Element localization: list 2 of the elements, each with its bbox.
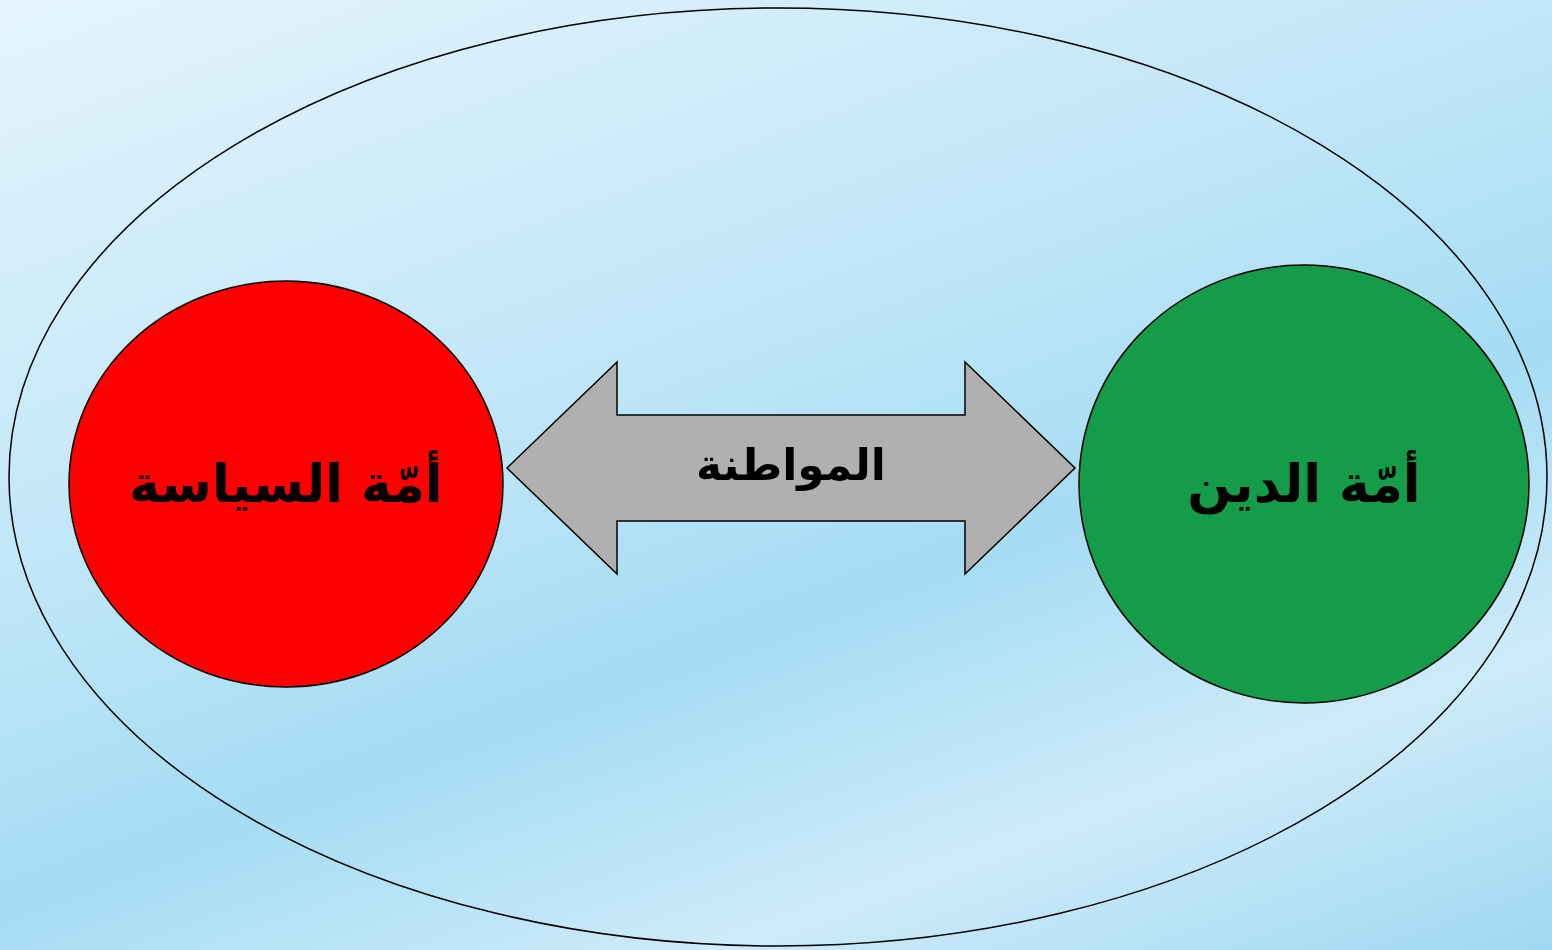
edge-label: المواطنة	[696, 438, 886, 490]
double-arrow	[505, 360, 1077, 576]
